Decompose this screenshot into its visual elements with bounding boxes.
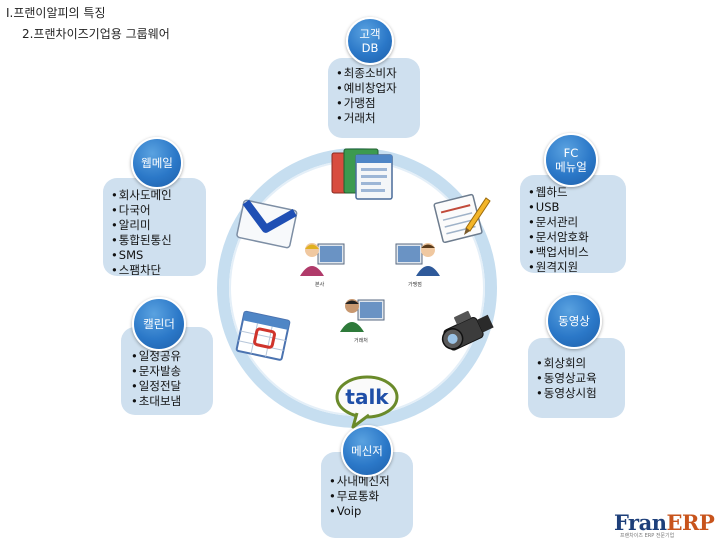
webmail-box: 회사도메인 다국어 알리미 통합된통신 SMS 스팸차단: [103, 178, 206, 278]
list-item: 예비창업자: [336, 81, 412, 96]
video-badge: 동영상: [546, 293, 602, 349]
list-item: 사내메신저: [329, 474, 405, 489]
fc-menu-list: 웹하드 USB 문서관리 문서암호화 백업서비스 원격지원: [528, 185, 618, 275]
person-vendor-label: 거래처: [354, 338, 368, 344]
list-item: 웹하드: [528, 185, 618, 200]
webmail-list: 회사도메인 다국어 알리미 통합된통신 SMS 스팸차단: [111, 188, 198, 278]
customer-db-list: 최종소비자 예비창업자 가맹점 거래처: [336, 66, 412, 126]
person-vendor-icon: [340, 299, 385, 332]
page-title: Ⅰ.프랜이알피의 특징: [6, 6, 106, 20]
badge-label: 고객: [359, 27, 381, 41]
webmail-badge: 웹메일: [131, 137, 183, 189]
person-franchise-label: 가맹점: [408, 282, 422, 288]
fc-menu-box: 웹하드 USB 문서관리 문서암호화 백업서비스 원격지원: [520, 175, 626, 275]
notebook-icon: [433, 193, 491, 244]
list-item: 일정공유: [131, 349, 205, 364]
list-item: 문자발송: [131, 364, 205, 379]
video-camera-icon: [441, 310, 494, 351]
badge-label: 메신저: [351, 444, 383, 458]
list-item: 원격지원: [528, 260, 618, 275]
documents-icon: [331, 148, 393, 200]
calendar-icon: [235, 310, 291, 361]
list-item: USB: [528, 200, 618, 215]
person-hq-icon: [300, 243, 345, 276]
talk-icon-label: talk: [345, 385, 389, 409]
video-box: 회상회의 동영상교육 동영상시험: [528, 338, 625, 418]
list-item: 스팸차단: [111, 263, 198, 278]
list-item: 동영상교육: [536, 371, 617, 386]
logo-part1: Fran: [614, 510, 667, 535]
calendar-list: 일정공유 문자발송 일정전달 초대보냄: [131, 349, 205, 409]
badge-label: FC: [563, 146, 579, 160]
list-item: Voip: [329, 504, 405, 519]
customer-db-box: 최종소비자 예비창업자 가맹점 거래처: [328, 58, 420, 138]
list-item: 회상회의: [536, 356, 617, 371]
badge-label: 웹메일: [141, 156, 173, 170]
franerp-logo: FranERP: [614, 510, 715, 535]
list-item: 무료통화: [329, 489, 405, 504]
badge-label: 동영상: [558, 314, 590, 328]
person-hq-label: 본사: [315, 282, 325, 288]
calendar-badge: 캘린더: [132, 297, 186, 351]
badge-label: DB: [361, 41, 379, 55]
list-item: 회사도메인: [111, 188, 198, 203]
list-item: SMS: [111, 248, 198, 263]
talk-bubble-icon: talk: [335, 375, 399, 429]
list-item: 일정전달: [131, 379, 205, 394]
fc-menu-badge: FC 메뉴얼: [544, 133, 598, 187]
mail-icon: [236, 199, 298, 249]
list-item: 백업서비스: [528, 245, 618, 260]
list-item: 최종소비자: [336, 66, 412, 81]
list-item: 초대보냄: [131, 394, 205, 409]
calendar-box: 일정공유 문자발송 일정전달 초대보냄: [121, 327, 213, 415]
badge-label: 캘린더: [143, 317, 175, 331]
list-item: 통합된통신: [111, 233, 198, 248]
badge-label: 메뉴얼: [555, 160, 587, 174]
list-item: 문서암호화: [528, 230, 618, 245]
list-item: 문서관리: [528, 215, 618, 230]
messenger-list: 사내메신저 무료통화 Voip: [329, 474, 405, 519]
logo-tagline: 프랜차이즈 ERP 전문기업: [620, 533, 675, 539]
messenger-badge: 메신저: [341, 425, 393, 477]
list-item: 다국어: [111, 203, 198, 218]
customer-db-badge: 고객 DB: [346, 17, 394, 65]
video-list: 회상회의 동영상교육 동영상시험: [536, 356, 617, 401]
person-franchise-icon: [395, 243, 440, 276]
logo-part2: ERP: [666, 510, 715, 535]
list-item: 거래처: [336, 111, 412, 126]
list-item: 알리미: [111, 218, 198, 233]
list-item: 가맹점: [336, 96, 412, 111]
list-item: 동영상시험: [536, 386, 617, 401]
page-subtitle: 2.프랜차이즈기업용 그룹웨어: [22, 27, 170, 41]
